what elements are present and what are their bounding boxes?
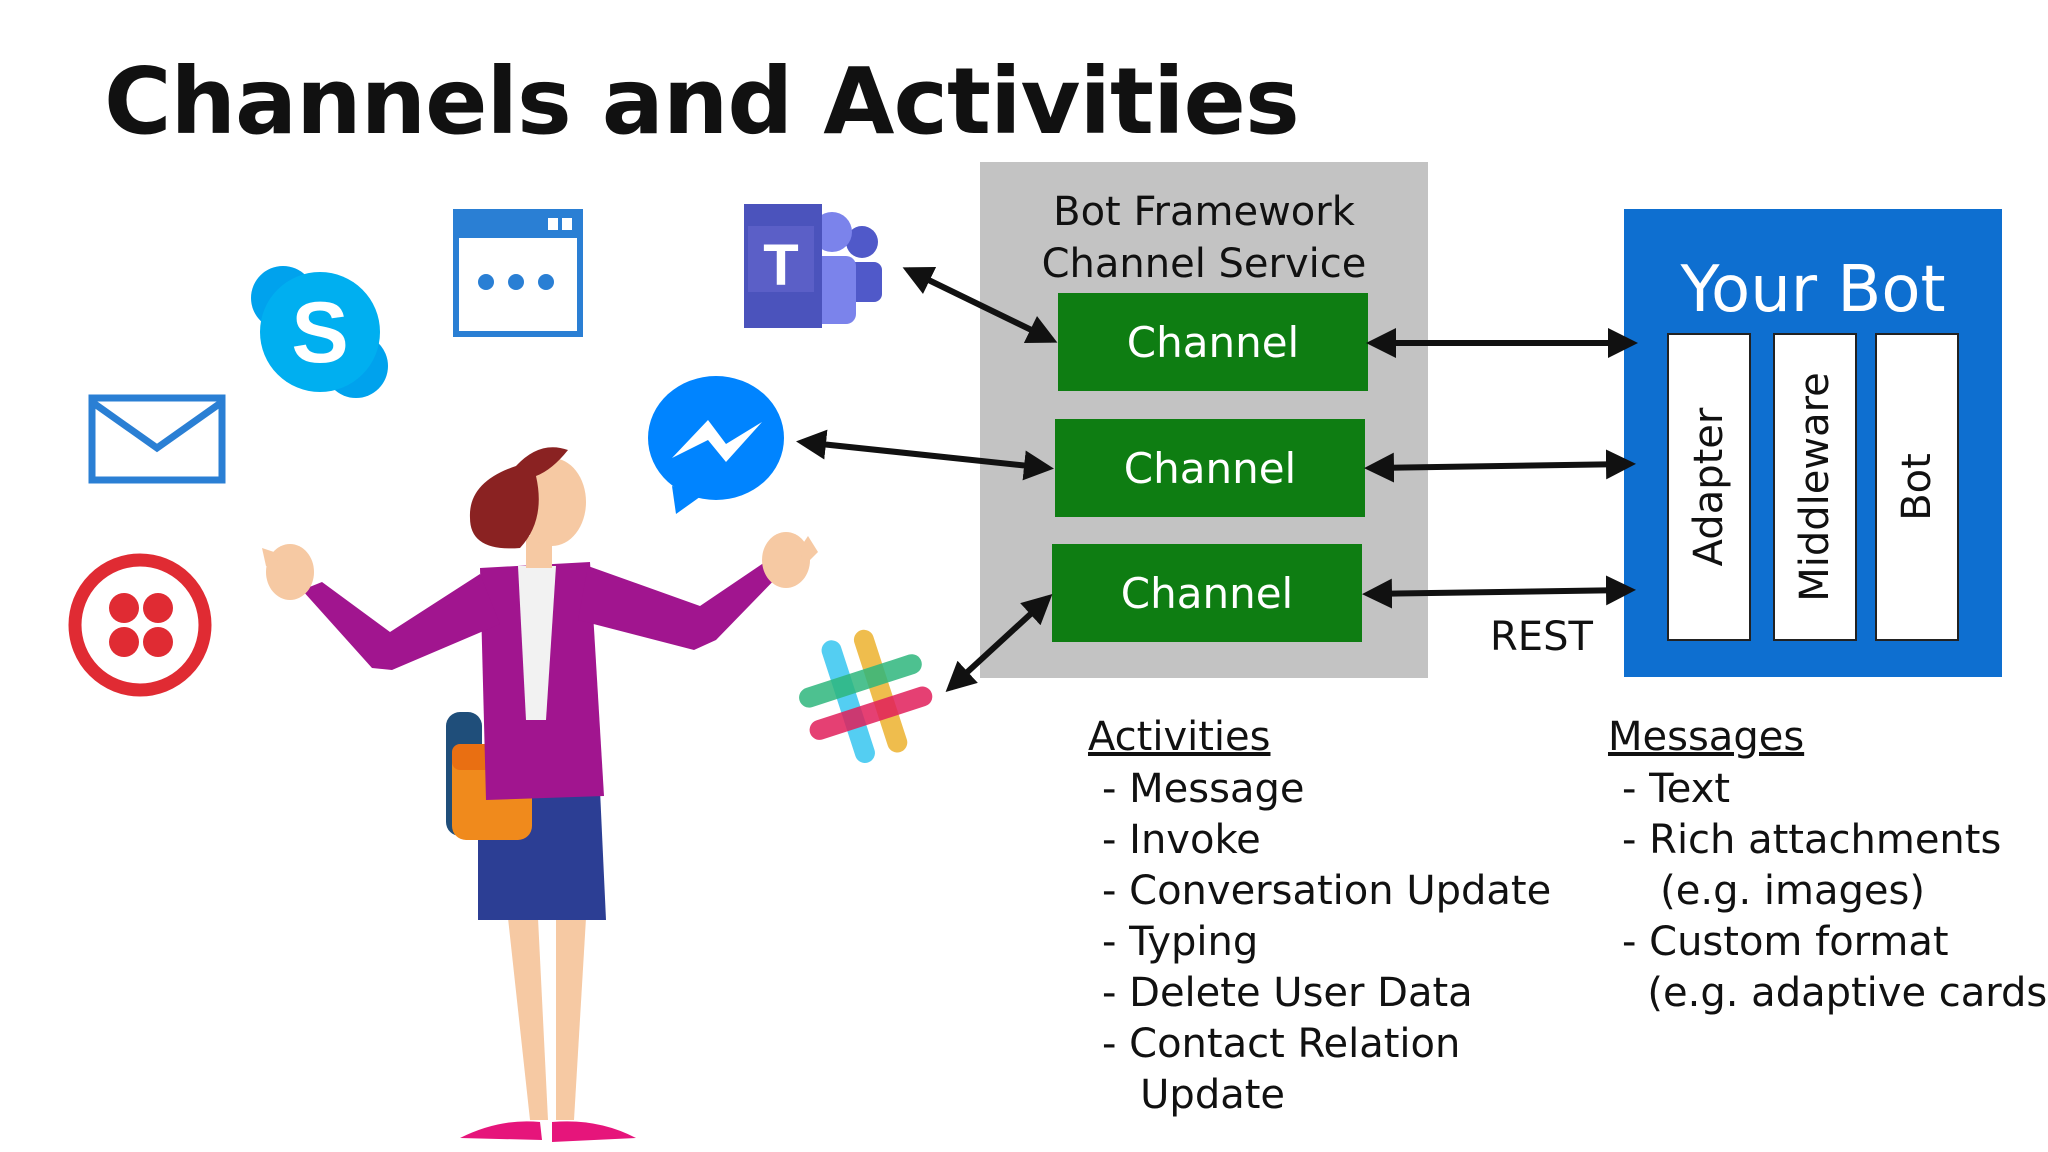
list-item: - Typing	[1102, 919, 1259, 965]
list-item: - Contact Relation	[1102, 1021, 1461, 1067]
rest-label: REST	[1490, 614, 1593, 660]
slack-icon	[799, 629, 933, 764]
teams-icon: T	[744, 204, 882, 328]
list-item: (e.g. adaptive cards)	[1622, 970, 2048, 1016]
list-item: - Text	[1622, 766, 1731, 812]
email-icon	[88, 394, 226, 484]
channel-service-title: Bot Framework Channel Service	[980, 186, 1428, 290]
svg-text:S: S	[291, 285, 348, 381]
channel-service-title-line2: Channel Service	[1041, 241, 1367, 287]
channel2-bot-arrow	[1364, 449, 1636, 483]
messenger-channel-arrow	[796, 429, 1054, 481]
page-title: Channels and Activities	[104, 48, 1300, 155]
middleware-layer: Middleware	[1773, 333, 1857, 641]
adapter-layer: Adapter	[1667, 333, 1751, 641]
messages-heading: Messages	[1608, 714, 1805, 760]
messages-list: Messages - Text - Rich attachments (e.g.…	[1608, 714, 2048, 1019]
channel-box-2: Channel	[1055, 419, 1365, 517]
your-bot-title: Your Bot	[1680, 253, 1946, 327]
bot-layer: Bot	[1875, 333, 1959, 641]
activities-heading: Activities	[1088, 714, 1271, 760]
teams-channel-arrow	[902, 267, 1058, 343]
list-item: - Message	[1102, 766, 1305, 812]
slack-channel-arrow	[945, 593, 1053, 693]
messenger-icon	[648, 376, 784, 514]
list-item: (e.g. images)	[1622, 868, 1925, 914]
activities-list: Activities - Message - Invoke - Conversa…	[1088, 714, 1551, 1121]
person-illustration	[262, 447, 818, 1142]
list-item: - Custom format	[1622, 919, 1949, 965]
svg-text:T: T	[763, 233, 798, 298]
list-item: - Delete User Data	[1102, 970, 1473, 1016]
web-chat-icon	[453, 209, 583, 337]
list-item: - Conversation Update	[1102, 868, 1552, 914]
list-item: - Invoke	[1102, 817, 1261, 863]
channel3-bot-arrow	[1362, 575, 1636, 609]
skype-icon: S	[251, 266, 388, 398]
channel-box-1: Channel	[1058, 293, 1368, 391]
channel-box-3: Channel	[1052, 544, 1362, 642]
list-item: Update	[1102, 1072, 1286, 1118]
channel-service-title-line1: Bot Framework	[1053, 189, 1355, 235]
twilio-icon	[68, 553, 212, 697]
list-item: - Rich attachments	[1622, 817, 2002, 863]
